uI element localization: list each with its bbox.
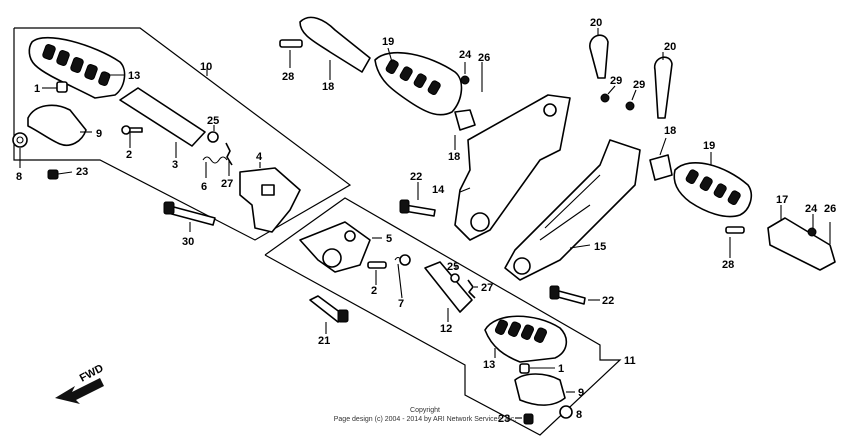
footpeg-rubber-19-top: [374, 51, 463, 116]
callout-14: 14: [432, 184, 445, 196]
callout-25a: 25: [207, 115, 219, 127]
callout-28b: 28: [722, 259, 734, 271]
bolt-28-top: [279, 39, 303, 48]
bolt-right: [523, 413, 534, 425]
bolt-left: [47, 169, 59, 180]
footpeg-17: [767, 217, 836, 271]
callout-25b: 25: [447, 261, 459, 273]
callout-30: 30: [182, 236, 194, 248]
callout-labels: 1 2 3 4 6 8 9 10 13 23 25 27 30 28 18 19…: [16, 17, 836, 425]
callout-21: 21: [318, 335, 330, 347]
ball-left: [207, 131, 219, 143]
callout-1b: 1: [558, 363, 564, 375]
callout-22b: 22: [602, 295, 614, 307]
collar-left: [56, 81, 68, 93]
callout-4: 4: [256, 151, 263, 163]
spring-hook-20-left: [589, 34, 609, 79]
callout-24b: 24: [805, 203, 818, 215]
bolt-29-left: [600, 93, 610, 103]
callout-27b: 27: [481, 282, 493, 294]
callout-12: 12: [440, 323, 452, 335]
bracket-18-top: [299, 16, 371, 73]
clip-27-right: [467, 279, 476, 299]
callout-6: 6: [201, 181, 207, 193]
callout-23a: 23: [76, 166, 88, 178]
callout-10: 10: [200, 61, 212, 73]
callout-23b: 23: [498, 413, 510, 425]
callout-13a: 13: [128, 70, 140, 82]
callout-13b: 13: [483, 359, 495, 371]
washer-18-top: [454, 109, 476, 131]
footpeg-rubber-left: [28, 36, 126, 99]
clevis-pin-right: [367, 261, 387, 269]
peg-holder-right: [514, 373, 566, 406]
nut-24-top: [460, 75, 470, 85]
ball-25b: [450, 273, 460, 283]
bolt-29-right: [625, 101, 635, 111]
callout-24a: 24: [459, 49, 472, 61]
spring-hook-20-right: [653, 56, 673, 119]
fwd-arrow: FWD: [55, 362, 106, 404]
collar-right: [519, 363, 530, 374]
callout-9a: 9: [96, 128, 102, 140]
callout-11: 11: [624, 355, 636, 367]
ball-25-right: [399, 254, 411, 266]
callout-1a: 1: [34, 83, 40, 95]
washer-left: [12, 132, 28, 148]
callout-2b: 2: [371, 285, 377, 297]
washer-right: [559, 405, 573, 419]
step-bracket-left: [239, 167, 301, 233]
nut-24-right: [807, 227, 817, 237]
callout-20b: 20: [664, 41, 676, 53]
footpeg-stay-15: [504, 139, 641, 281]
peg-holder-left: [27, 104, 87, 146]
pivot-pin-left: [119, 87, 206, 147]
copyright-text: Page design (c) 2004 - 2014 by ARI Netwo…: [334, 416, 517, 423]
callout-26b: 26: [824, 203, 836, 215]
callout-20a: 20: [590, 17, 602, 29]
copyright-title: Copyright: [410, 407, 440, 414]
callout-7: 7: [398, 298, 404, 310]
callout-5: 5: [386, 233, 392, 245]
callout-2a: 2: [126, 149, 132, 161]
assembly-box-left: [13, 27, 352, 241]
callout-27a: 27: [221, 178, 233, 190]
spring-left: [202, 156, 228, 164]
callout-18b: 18: [448, 151, 460, 163]
callout-8b: 8: [576, 409, 582, 421]
callout-15: 15: [594, 241, 606, 253]
callout-9b: 9: [578, 387, 584, 399]
callout-26a: 26: [478, 52, 490, 64]
washer-18-right: [649, 154, 673, 181]
footpeg-rubber-lower: [484, 315, 568, 363]
callout-19b: 19: [703, 140, 715, 152]
callout-29b: 29: [633, 79, 645, 91]
callout-18a: 18: [322, 81, 334, 93]
bolt-28-right: [725, 226, 745, 234]
bolt-30: [167, 205, 216, 226]
callout-19a: 19: [382, 36, 394, 48]
footpeg-rubber-19-right: [673, 162, 752, 218]
pivot-pin-12: [424, 261, 473, 313]
callout-3: 3: [172, 159, 178, 171]
callout-22a: 22: [410, 171, 422, 183]
footpeg-stay-14: [454, 94, 571, 241]
callout-18c: 18: [664, 125, 676, 137]
callout-28a: 28: [282, 71, 294, 83]
callout-29a: 29: [610, 75, 622, 87]
callout-8a: 8: [16, 171, 22, 183]
callout-17: 17: [776, 194, 788, 206]
